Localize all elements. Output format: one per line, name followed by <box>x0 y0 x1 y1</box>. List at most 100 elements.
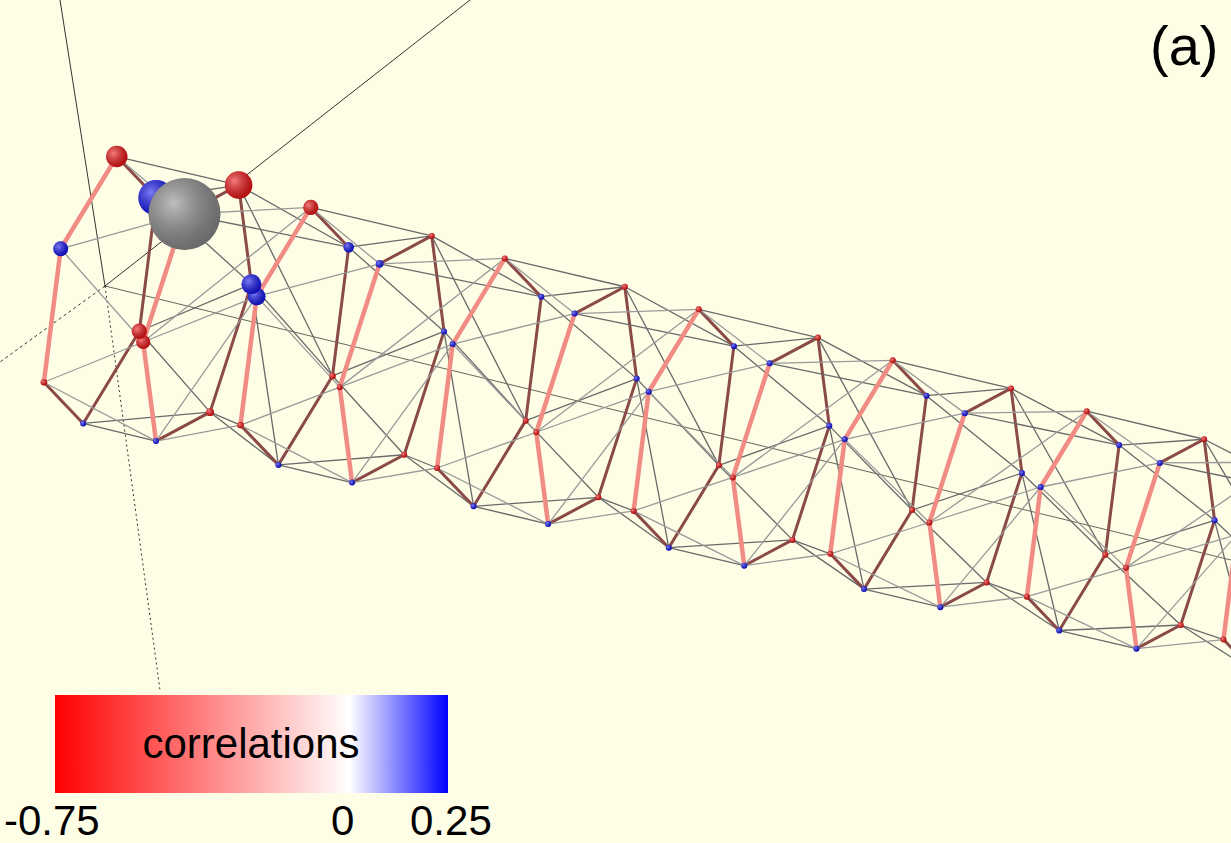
lattice-bond <box>634 477 733 511</box>
tube-lattice <box>41 146 1231 675</box>
lattice-site <box>789 537 795 543</box>
lattice-bond <box>965 388 1011 413</box>
lattice-bond <box>1126 535 1231 568</box>
lattice-site <box>80 420 86 426</box>
lattice-bond <box>1160 462 1231 464</box>
lattice-bond <box>156 296 257 441</box>
lattice-bond <box>61 249 144 342</box>
lattice-site <box>984 579 990 585</box>
lattice-site <box>349 480 355 486</box>
lattice-site <box>429 233 435 239</box>
lattice-bond <box>541 287 625 297</box>
lattice-bond <box>44 382 156 441</box>
lattice-site <box>1220 637 1226 643</box>
lattice-bond <box>83 423 156 441</box>
lattice-bond <box>474 421 526 507</box>
lattice-bond <box>83 331 139 423</box>
lattice-bond <box>1059 625 1181 630</box>
lattice-bond <box>940 487 1040 607</box>
lattice-site <box>890 357 896 363</box>
lattice-bond <box>1011 388 1105 554</box>
lattice-bond <box>1087 411 1204 439</box>
lattice-bond <box>1041 411 1087 487</box>
lattice-site <box>502 255 508 261</box>
lattice-bond <box>1126 568 1136 649</box>
lattice-bond <box>333 247 349 376</box>
lattice-site <box>1008 385 1014 391</box>
lattice-site <box>1212 517 1218 523</box>
lattice-site <box>401 452 407 458</box>
lattice-site <box>132 324 147 339</box>
lattice-bond <box>404 455 437 468</box>
lattice-site <box>450 341 456 347</box>
lattice-bond <box>893 360 965 413</box>
lattice-site <box>926 520 932 526</box>
lattice-bond <box>156 412 210 441</box>
lattice-bond <box>380 258 505 263</box>
lattice-bond <box>864 589 940 607</box>
lattice-site <box>206 408 214 416</box>
lattice-site <box>730 474 736 480</box>
lattice-bond <box>699 309 770 363</box>
lattice-bond <box>1136 535 1231 649</box>
lattice-bond <box>634 392 649 511</box>
lattice-bond <box>770 360 893 363</box>
lattice-bond <box>625 287 637 379</box>
lattice-bond <box>311 207 380 263</box>
lattice-bond <box>432 236 444 331</box>
lattice-site <box>237 422 244 429</box>
lattice-site <box>41 379 48 386</box>
lattice-bond <box>792 540 830 554</box>
lattice-bond <box>1204 439 1231 494</box>
lattice-site <box>1102 552 1108 558</box>
lattice-bond <box>453 344 537 432</box>
lattice-site <box>275 462 281 468</box>
lattice-site <box>1116 442 1122 448</box>
lattice-bond <box>744 439 844 565</box>
lattice-site <box>1201 436 1207 442</box>
lattice-bond <box>340 344 453 387</box>
lattice-bond <box>1126 463 1160 568</box>
lattice-site <box>923 393 929 399</box>
lattice-bond <box>536 392 648 433</box>
lattice-bond <box>526 421 599 498</box>
lattice-bond <box>453 258 505 344</box>
lattice-bond <box>719 426 829 465</box>
lattice-bond <box>156 425 241 441</box>
lattice-bond <box>770 338 818 364</box>
lattice-bond <box>44 249 61 382</box>
lattice-bond <box>240 425 352 482</box>
panel-label: (a) <box>1150 18 1218 74</box>
lattice-site <box>696 306 702 312</box>
lattice-bond <box>1027 597 1137 649</box>
lattice-bond <box>669 540 793 548</box>
lattice-site <box>1084 408 1090 414</box>
lattice-bond <box>940 597 1027 608</box>
lattice-site <box>666 545 672 551</box>
lattice-site <box>523 418 529 424</box>
lattice-site <box>646 389 652 395</box>
lattice-site <box>471 503 477 509</box>
lattice-bond <box>929 411 1086 522</box>
lattice-site <box>937 604 943 610</box>
lattice-bond <box>929 523 940 608</box>
lattice-bond <box>240 425 278 465</box>
lattice-bond <box>311 207 349 247</box>
lattice-bond <box>257 264 380 297</box>
lattice-bond <box>744 554 830 566</box>
lattice-bond <box>1041 487 1126 568</box>
lattice-site <box>153 438 159 444</box>
lattice-bond <box>526 297 542 421</box>
lattice-bond <box>352 344 453 483</box>
lattice-site <box>827 551 833 557</box>
lattice-site <box>634 376 640 382</box>
colorbar <box>55 695 448 793</box>
lattice-site <box>53 241 68 256</box>
lattice-bond <box>474 506 549 524</box>
lattice-bond <box>340 387 352 482</box>
lattice-bond <box>893 360 1011 388</box>
lattice-bond <box>239 185 252 284</box>
lattice-bond <box>987 582 1027 596</box>
lattice-bond <box>575 287 625 314</box>
lattice-site <box>1123 565 1129 571</box>
